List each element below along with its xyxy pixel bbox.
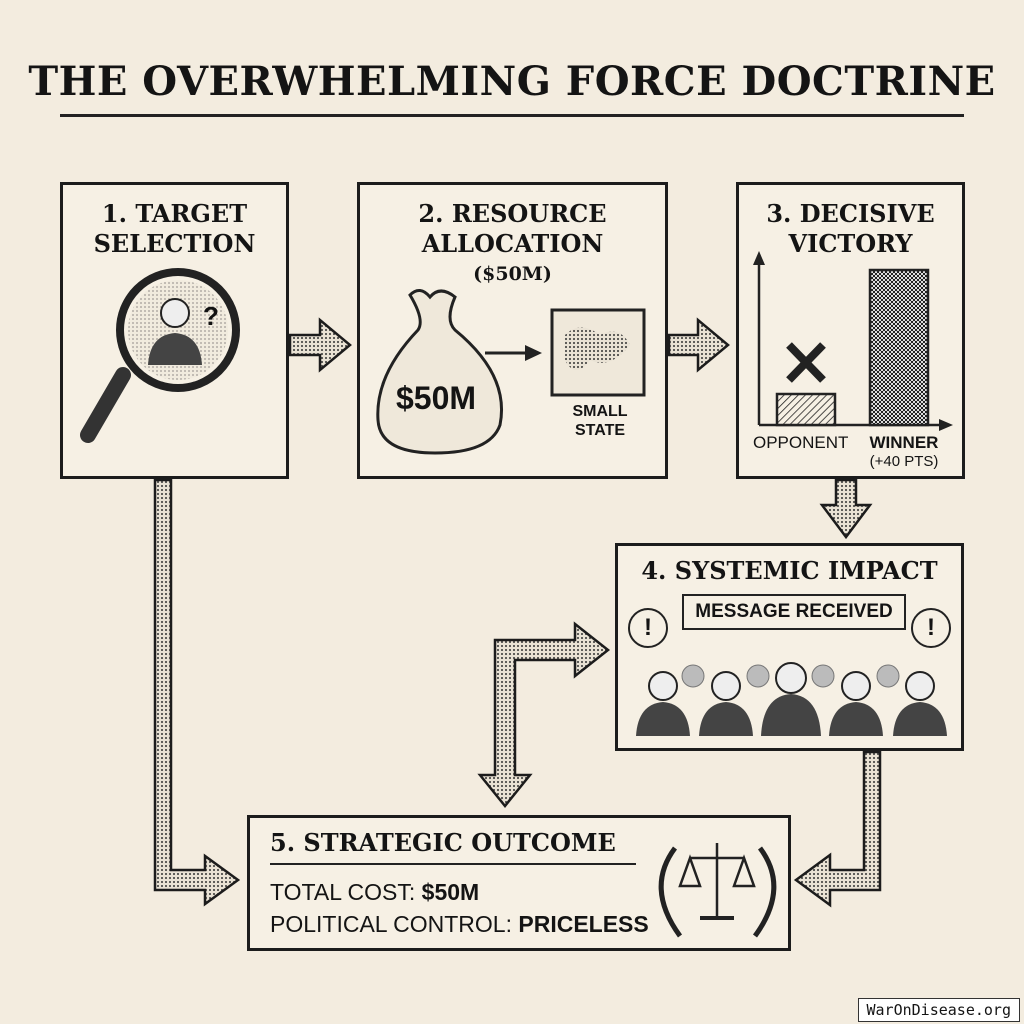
money-bag-icon [376,289,503,455]
svg-text:?: ? [203,301,219,331]
step-4-systemic-impact: 4. SYSTEMIC IMPACT MESSAGE RECEIVED ! ! [615,543,964,751]
arrow-1-to-2 [288,317,352,373]
winner-label: WINNER [869,433,939,452]
scales-of-justice-icon [658,843,777,938]
arrow-3-to-4 [819,478,873,540]
arrow-4-loop [477,621,611,808]
map-label: SMALL [572,403,628,420]
watermark: WarOnDisease.org [857,998,1020,1022]
step-5-title: 5. STRATEGIC OUTCOME [270,828,636,865]
step-4-title: 4. SYSTEMIC IMPACT [641,556,938,585]
step-3-title: 3. DECISIVE [766,199,935,228]
step-1-subtitle: SELECTION [93,229,256,258]
person-icon [148,298,202,365]
total-cost-value: $50M [421,879,480,905]
total-cost-line: TOTAL COST: $50M [270,876,649,908]
arrow-1-to-5 [153,478,241,907]
bar-opponent [775,392,837,427]
step-2-subtitle: ALLOCATION [421,229,604,258]
political-control-label: POLITICAL CONTROL: [270,911,512,937]
winner-note: (+40 PTS) [869,453,939,470]
page-title: THE OVERWHELMING FORCE DOCTRINE [28,58,996,105]
alert-bubble-left: ! [628,608,668,648]
arrow-2-to-3 [667,317,730,373]
step-3-subtitle: VICTORY [788,229,913,258]
crowd-icon [636,662,947,736]
title-underline [60,114,964,117]
opponent-label: OPPONENT [753,433,849,452]
step-2-amount: ($50M) [473,263,552,285]
magnifying-glass-icon: ? [80,268,240,443]
arrow-4-to-5 [793,750,882,908]
cross-icon [786,342,826,383]
political-control-line: POLITICAL CONTROL: PRICELESS [270,908,649,940]
bar-chart [753,251,953,431]
message-banner: MESSAGE RECEIVED [682,594,906,630]
total-cost-label: TOTAL COST: [270,879,416,905]
step-1-title: 1. TARGET [101,199,248,228]
alert-bubble-right: ! [911,608,951,648]
political-control-value: PRICELESS [518,911,649,937]
map-label-2: STATE [574,422,626,439]
bar-winner [868,268,930,427]
money-bag-label: $50M [396,380,477,416]
step-2-title: 2. RESOURCE [418,199,607,228]
step-5-strategic-outcome: 5. STRATEGIC OUTCOME TOTAL COST: $50M PO… [247,815,791,951]
